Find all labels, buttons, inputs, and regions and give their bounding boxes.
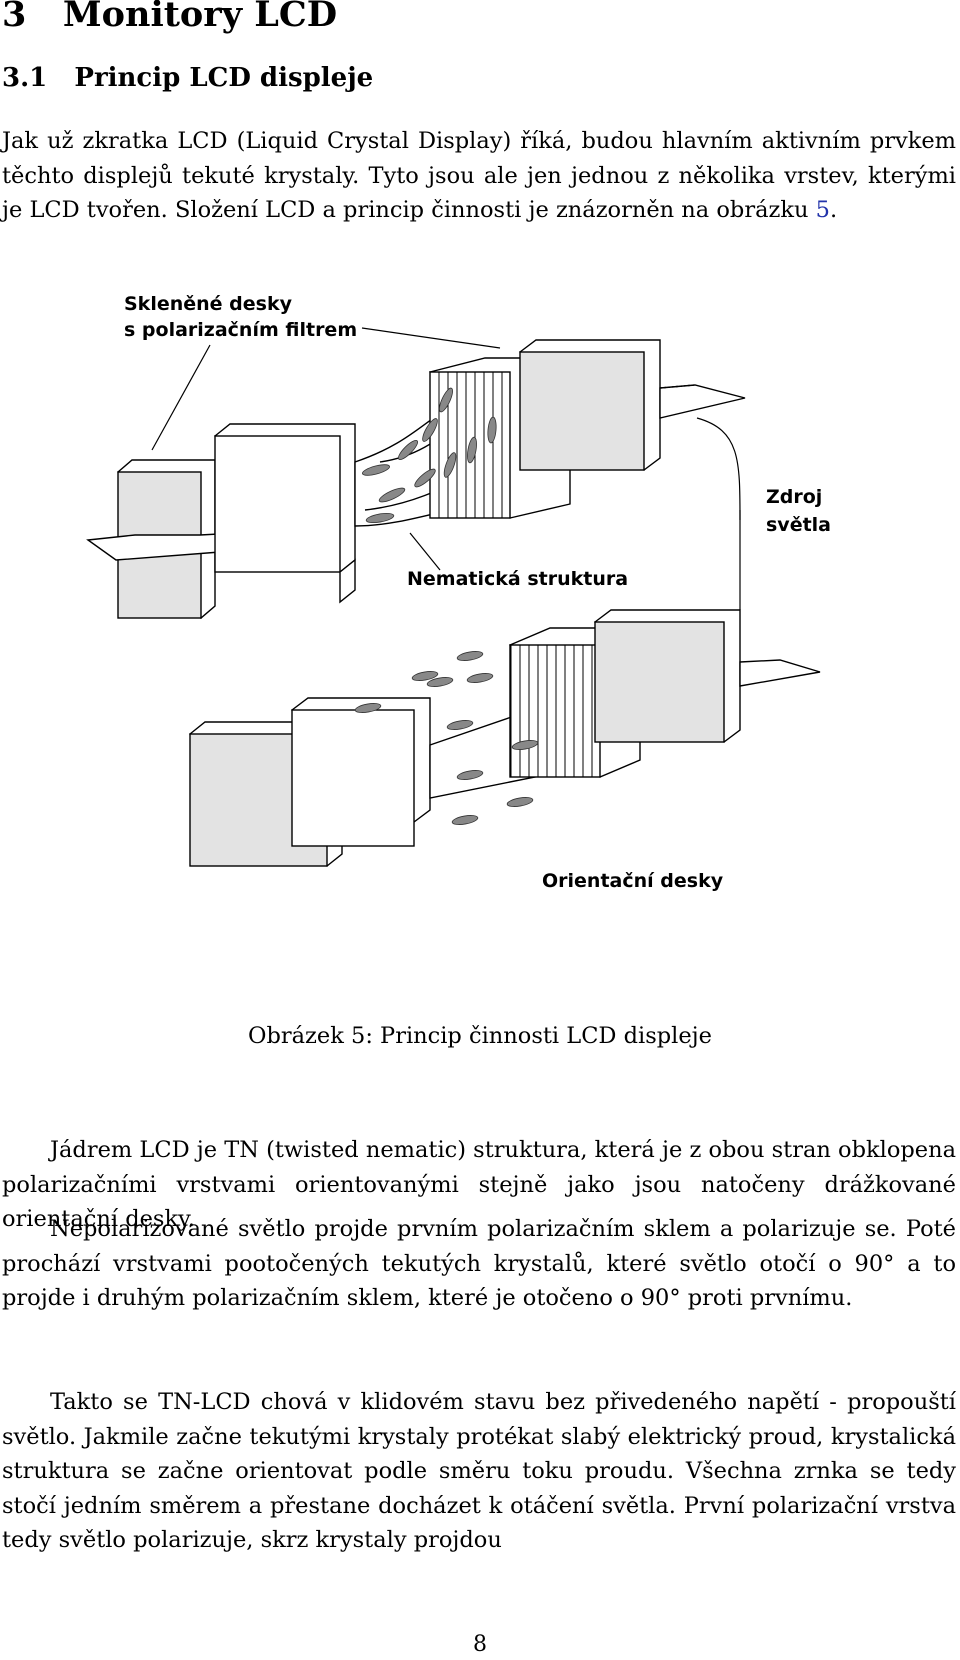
label-glass-1: Skleněné desky — [124, 293, 293, 315]
paragraph-1: Jádrem LCD je TN (twisted nematic) struk… — [2, 1137, 956, 1232]
top-input-light-arrow — [659, 384, 746, 419]
lcd-principle-figure: Skleněné desky s polarizačním filtrem Zd… — [80, 290, 880, 980]
intro-text: Jak už zkratka LCD (Liquid Crystal Displ… — [2, 128, 956, 223]
intro-end: . — [829, 197, 838, 223]
top-liquid-crystal-molecules — [362, 387, 497, 524]
leader-lines — [151, 327, 741, 610]
intro-paragraph: Jak už zkratka LCD (Liquid Crystal Displ… — [2, 124, 956, 228]
paragraph-3: Takto se TN-LCD chová v klidovém stavu b… — [2, 1389, 956, 1553]
paragraph-2: Nepolarizované světlo projde prvním pola… — [2, 1216, 956, 1311]
bottom-input-light-arrow — [739, 659, 821, 687]
label-glass-2: s polarizačním filtrem — [124, 319, 357, 341]
top-back-glass-plate — [518, 339, 661, 471]
top-second-glass-plate — [213, 423, 356, 604]
figure-reference-link[interactable]: 5 — [815, 197, 830, 223]
section-number: 3 — [2, 0, 27, 35]
label-source-2: světla — [766, 514, 831, 536]
bottom-second-glass-plate — [290, 697, 431, 847]
section-title: Monitory LCD — [62, 0, 338, 35]
bottom-back-glass-plate — [593, 609, 741, 743]
subsection-heading: 3.1 Princip LCD displeje — [2, 63, 373, 93]
page-number: 8 — [473, 1632, 487, 1657]
lcd-diagram: Skleněné desky s polarizačním filtrem Zd… — [86, 293, 831, 892]
label-orientation: Orientační desky — [542, 870, 724, 892]
bottom-liquid-crystal-molecules — [354, 651, 539, 825]
label-source-1: Zdroj — [766, 486, 822, 508]
top-ribbed-orientation-plate — [428, 357, 571, 519]
label-nematic: Nematická struktura — [407, 568, 628, 590]
figure-caption: Obrázek 5: Princip činnosti LCD displeje — [248, 1023, 712, 1049]
subsection-number: 3.1 — [2, 63, 48, 93]
subsection-title: Princip LCD displeje — [74, 63, 374, 93]
section-heading: 3 Monitory LCD — [2, 0, 337, 35]
